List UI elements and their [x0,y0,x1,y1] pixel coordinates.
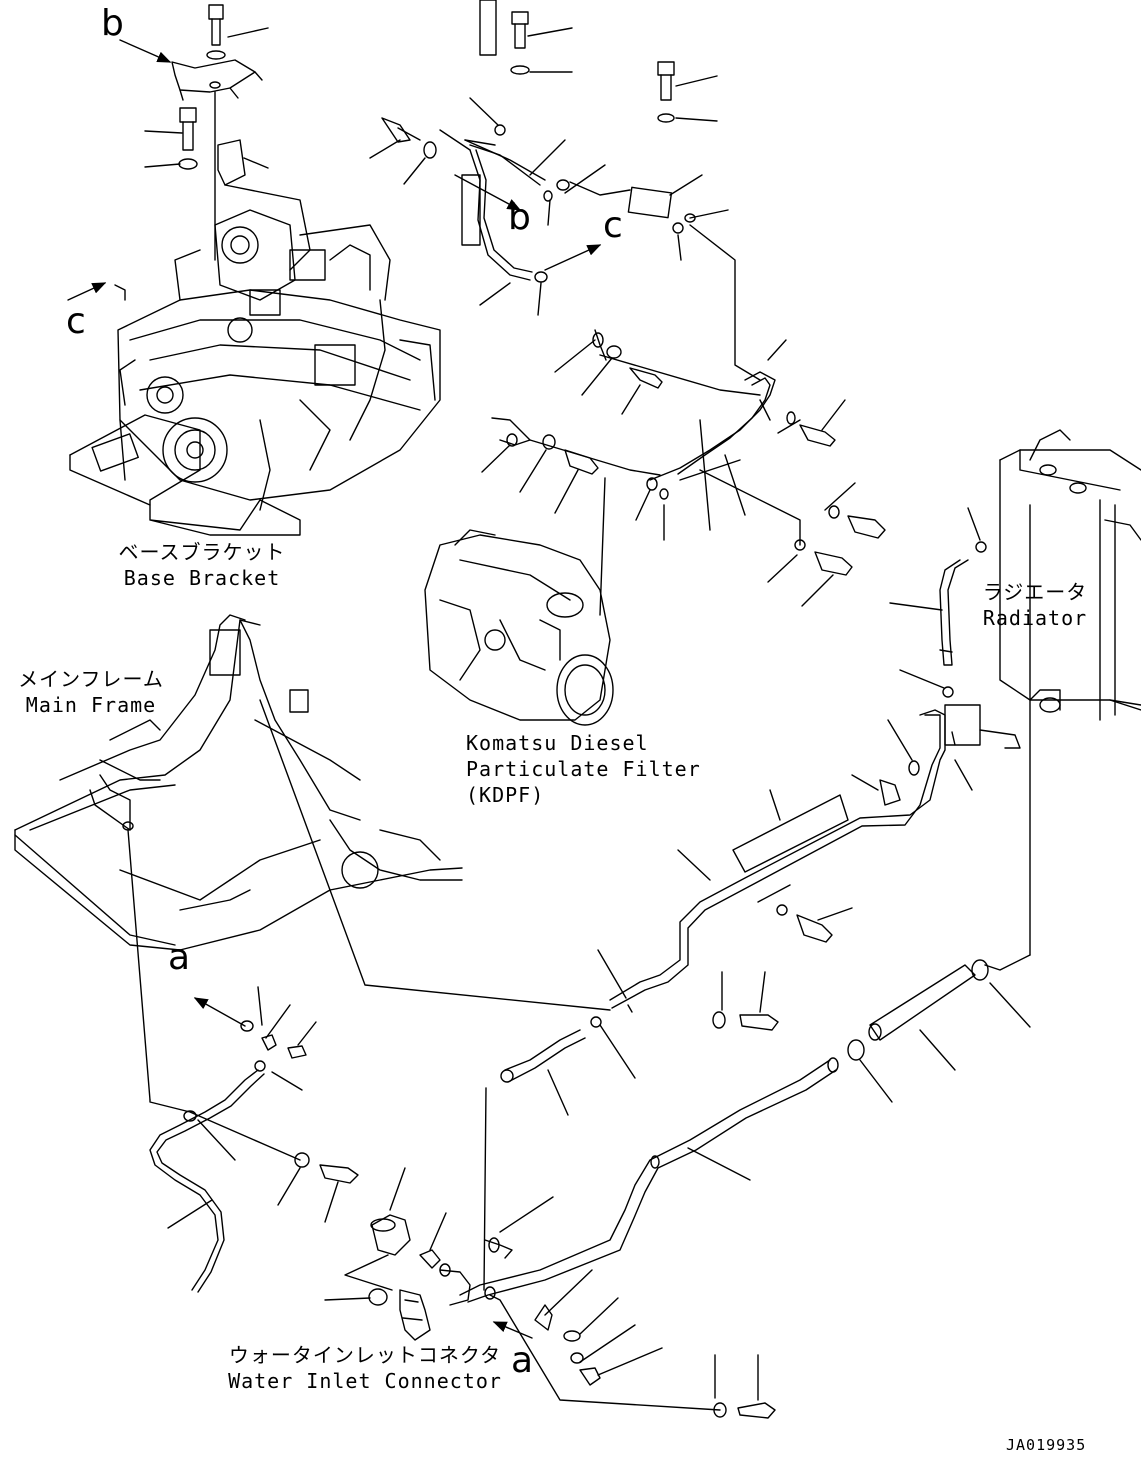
kdpf-label-line3: (KDPF) [466,783,545,807]
radiator-label-ja: ラジエータ [982,580,1088,604]
callout-a-upper: a [168,937,191,978]
callout-c-mid: c [603,205,623,246]
base-bracket-parts [144,4,269,261]
radiator-label-en: Radiator [982,606,1088,630]
water-inlet-connector [324,1167,447,1341]
kdpf-label-line2: Particulate Filter [466,757,701,781]
top-tube-assembly [369,0,761,381]
water-inlet-label-en: Water Inlet Connector [228,1369,502,1393]
radiator [999,429,1141,956]
main-frame-label-en: Main Frame [25,693,157,717]
kdpf-unit [424,529,614,726]
middle-tube-assembly [481,329,886,616]
base-bracket-label-en: Base Bracket [123,566,281,590]
water-inlet-label-ja: ウォータインレットコネクタ [228,1343,502,1367]
kdpf-label-line1: Komatsu Diesel [466,731,649,755]
callout-b-top: b [101,3,124,44]
main-frame [14,614,611,1101]
figure-id: JA019935 [1006,1436,1087,1454]
engine-assembly [69,184,441,536]
long-tube-assembly [500,704,1031,1116]
radiator-hose [889,507,987,698]
main-frame-label-ja: メインフレーム [18,667,164,691]
left-hose-assembly [149,986,359,1293]
callout-a-lower: a [511,1340,534,1381]
base-bracket-label-ja: ベースブラケット [118,540,286,564]
callout-b-mid: b [508,197,531,238]
callout-c-left: c [66,301,86,342]
lower-water-tube [439,1057,839,1419]
